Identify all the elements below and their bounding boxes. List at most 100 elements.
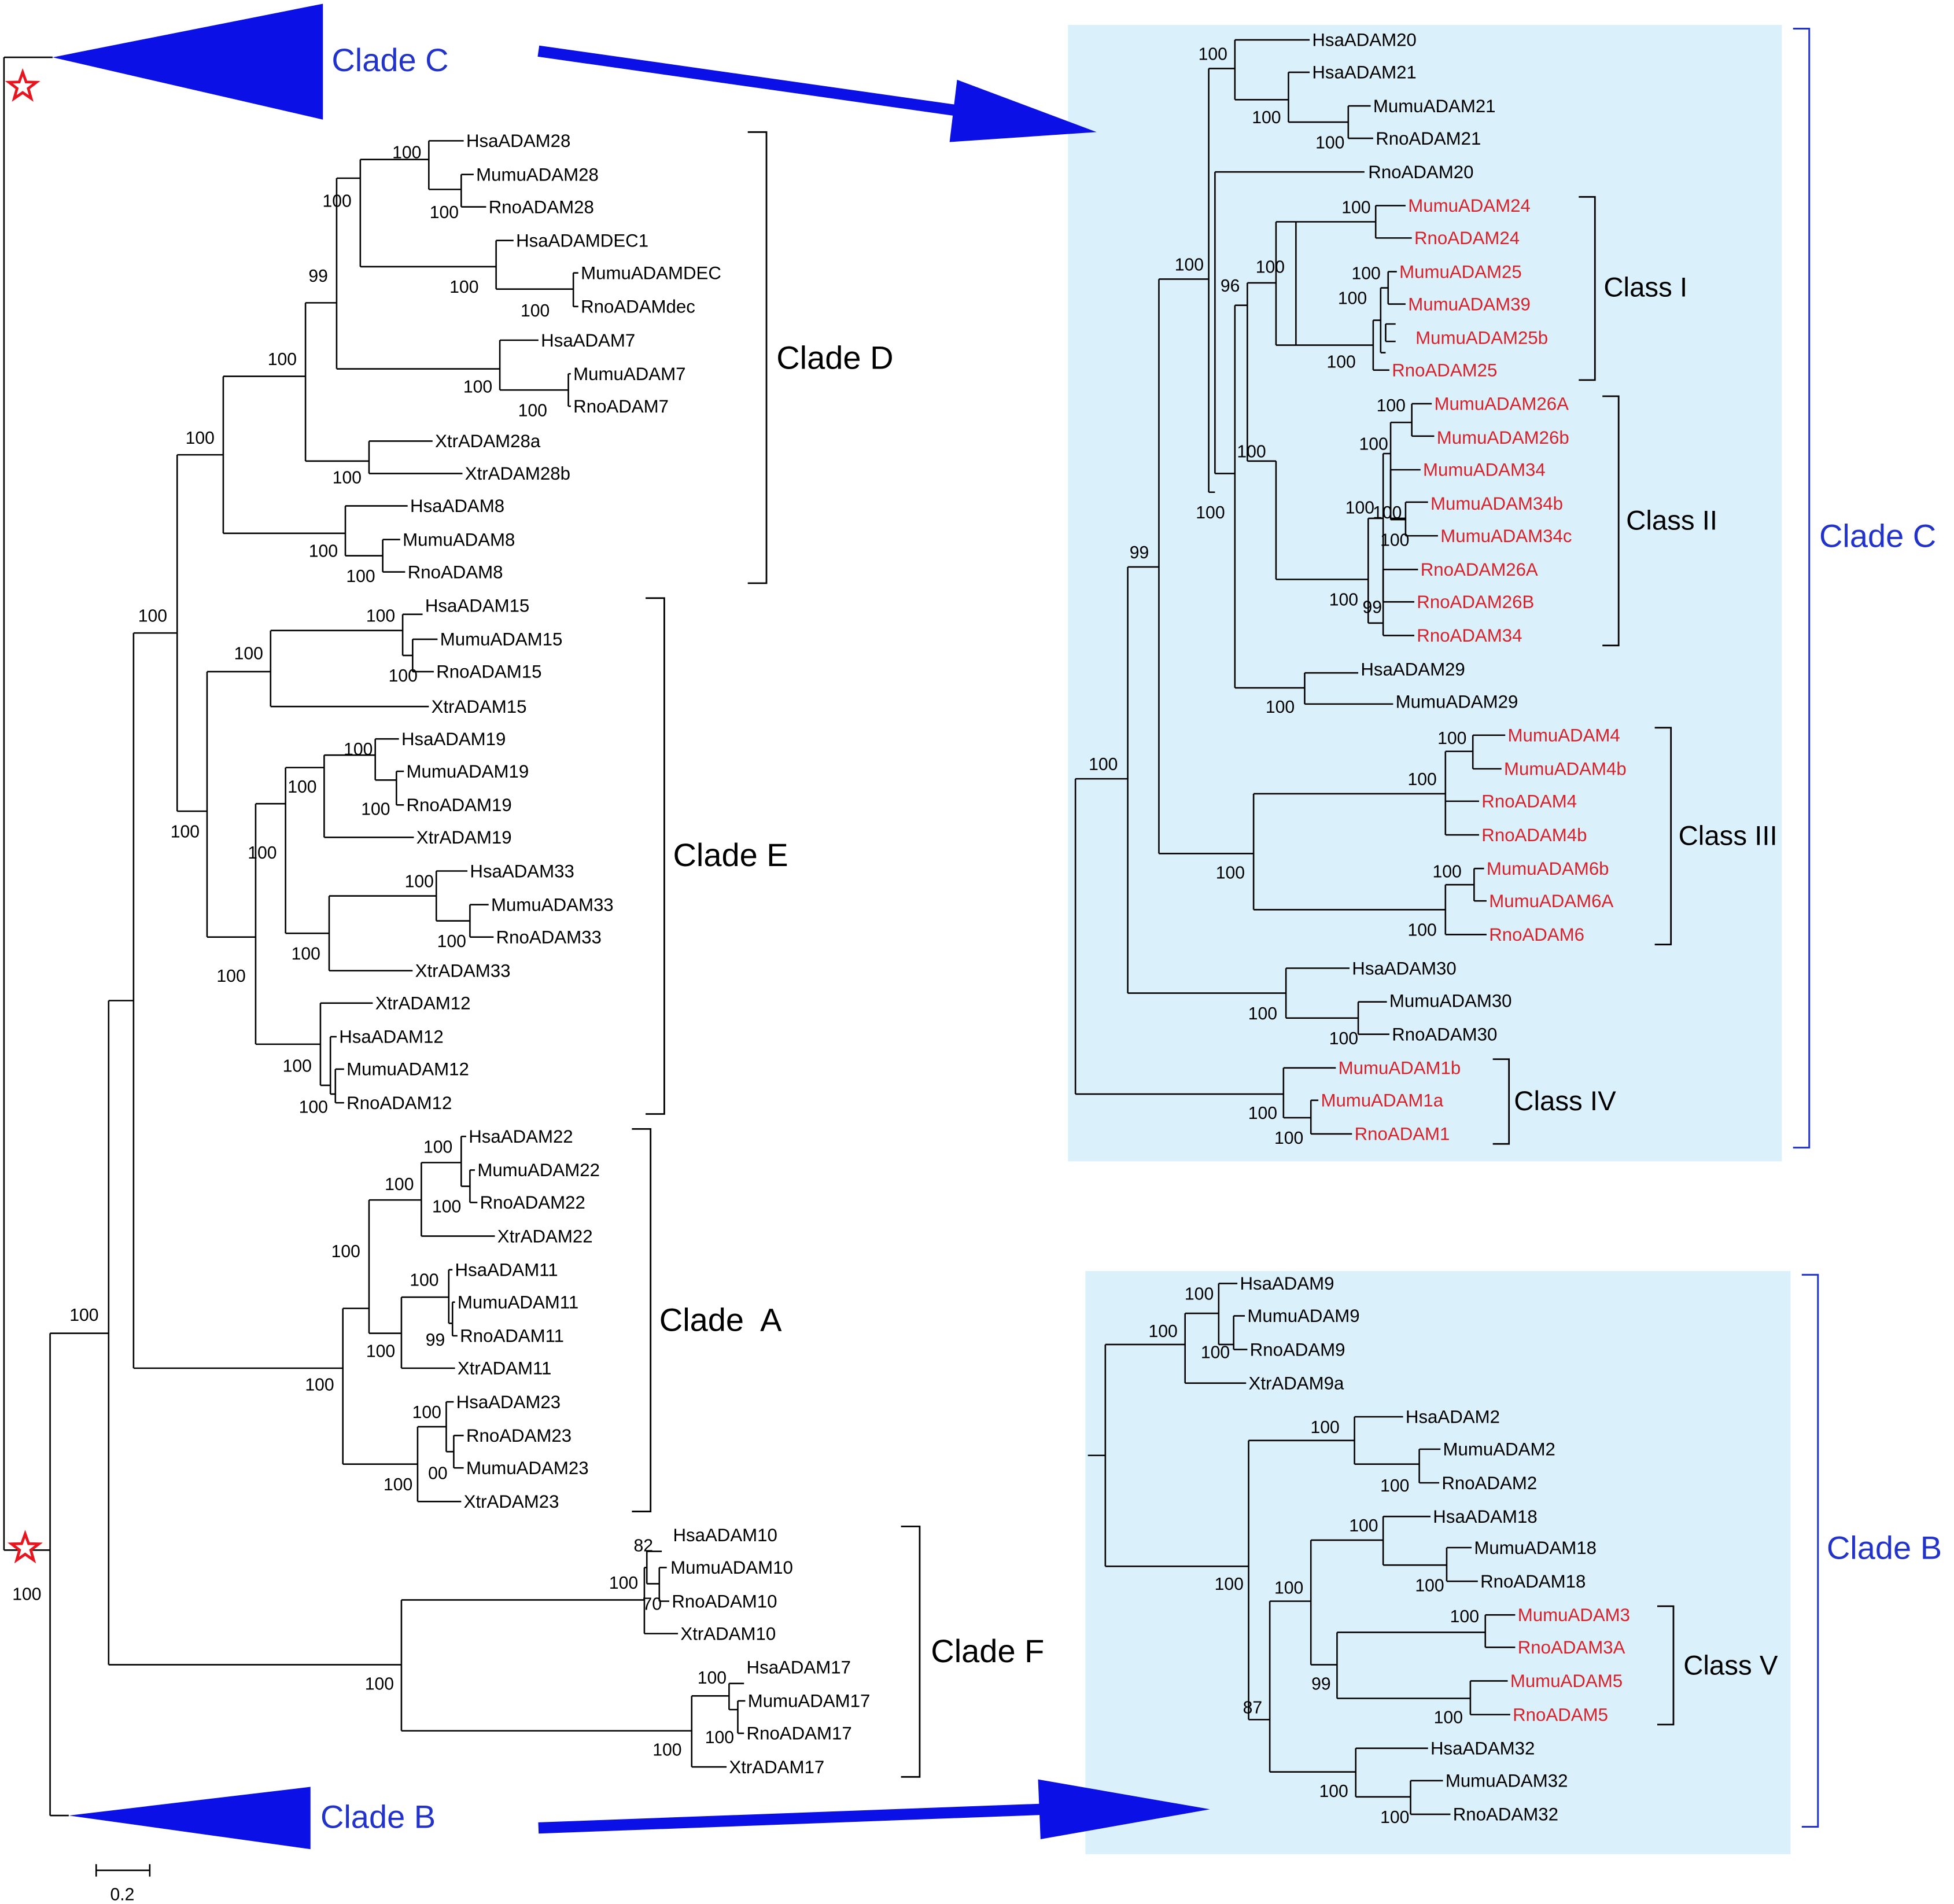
leaf-label: MumuADAM25 [1399,262,1522,282]
clade-c-tree-branches [1074,39,1506,1135]
leaf-label: MumuADAM34c [1440,526,1572,546]
leaf-label: MumuADAM29 [1396,691,1518,712]
support-value: 100 [1345,498,1374,517]
leaf-label: MumuADAM18 [1474,1538,1597,1558]
clade-b-collapsed-triangle [68,1787,311,1850]
support-value: 100 [1274,1129,1303,1148]
leaf-label: HsaADAM19 [401,729,506,749]
main-tree-clade-labels: Clade D Clade E Clade A Clade F [659,340,1045,1670]
leaf-label: MumuADAM28 [476,164,599,185]
leaf-label: RnoADAM4 [1481,791,1577,812]
support-value: 100 [1349,1516,1378,1535]
clade-c-leaf-labels: HsaADAM20 HsaADAM21 MumuADAM21 RnoADAM21… [1312,30,1626,1144]
clade-c-panel-label: Clade C [1819,518,1936,554]
leaf-label: RnoADAM32 [1453,1804,1558,1825]
scale-bar-line [95,1864,151,1877]
leaf-label: HsaADAM22 [469,1126,573,1147]
clade-f-bracket [901,1525,921,1778]
arrow-head-icon [1038,1779,1210,1840]
leaf-label: XtrADAM17 [729,1757,824,1777]
support-value: 100 [234,644,263,663]
clade-c-class-brackets [1492,196,1672,1145]
arrow-to-clade-c-panel [537,45,961,117]
main-tree-support-values: 100 100 100 100 100 99 100 100 100 100 1… [12,143,734,1760]
support-value: 100 [437,932,466,951]
clade-b-leaf-labels: HsaADAM9 MumuADAM9 RnoADAM9 XtrADAM9a Hs… [1240,1273,1630,1825]
leaf-label: RnoADAM10 [672,1591,777,1611]
leaf-label: RnoADAM25 [1392,360,1497,380]
leaf-label: XtrADAM11 [458,1358,552,1379]
support-value: 100 [283,1056,312,1076]
leaf-label: MumuADAM33 [491,894,614,915]
leaf-label: MumuADAM26A [1434,394,1569,414]
support-value: 100 [1433,862,1462,881]
leaf-label: MumuADAM30 [1389,990,1512,1011]
support-value: 100 [1196,503,1225,522]
support-value: 100 [287,778,316,797]
support-value: 100 [410,1271,438,1290]
support-value: 99 [308,267,328,286]
class-v-bracket [1657,1605,1675,1726]
support-value: 96 [1221,277,1240,296]
leaf-label: MumuADAM34 [1423,460,1546,480]
support-value: 100 [344,740,373,759]
leaf-label: MumuADAM15 [440,629,563,650]
support-value: 100 [705,1728,734,1747]
support-value: 100 [392,143,421,163]
clade-b-tree-branches [1087,1283,1516,1815]
leaf-label: MumuADAM12 [346,1059,469,1080]
class-v-label: Class V [1683,1651,1778,1681]
support-value: 100 [361,800,390,819]
leaf-label: RnoADAM28 [489,197,594,217]
leaf-label: MumuADAM7 [573,364,685,384]
support-value: 100 [1252,108,1281,127]
leaf-label: HsaADAM2 [1406,1407,1500,1427]
clade-c-collapsed-triangle [52,3,323,120]
leaf-label: MumuADAM24 [1408,196,1531,216]
leaf-label: MumuADAM8 [403,529,515,550]
support-value: 100 [389,666,418,686]
clade-c-support-values: 100 100 100 100 96 100 100 100 100 100 1… [1089,45,1466,1148]
leaf-label: HsaADAM20 [1312,30,1416,50]
clade-c-class-labels: Class I Class II Class III Class IV [1514,272,1777,1117]
support-value: 100 [1450,1607,1479,1626]
class-i-label: Class I [1603,272,1687,303]
support-value: 100 [430,203,459,222]
star-marker-icon [8,1530,43,1564]
support-value: 100 [1377,396,1406,415]
support-value: 100 [1407,770,1436,789]
clade-f-label: Clade F [931,1633,1044,1669]
main-tree-leaf-labels: HsaADAM28 MumuADAM28 RnoADAM28 HsaADAMDE… [339,131,870,1777]
leaf-label: HsaADAM10 [673,1525,777,1545]
support-value: 100 [518,401,547,420]
leaf-label: MumuADAM10 [670,1557,793,1578]
support-value: 100 [305,1376,334,1395]
leaf-label: XtrADAM15 [432,697,527,717]
support-value: 100 [309,542,338,561]
leaf-label: RnoADAM7 [573,396,669,417]
leaf-label: MumuADAM6b [1487,859,1609,879]
leaf-label: RnoADAM5 [1513,1704,1608,1725]
support-value: 100 [698,1669,727,1688]
support-value: 100 [331,1242,360,1261]
clade-b-support-values: 100 100 100 100 100 100 100 100 100 99 1… [1148,1284,1479,1800]
support-value: 100 [186,429,215,448]
support-value: 100 [384,1475,412,1494]
leaf-label: MumuADAM9 [1247,1306,1359,1326]
leaf-label: MumuADAM34b [1431,494,1563,514]
support-value: 100 [346,567,375,586]
support-value: 100 [1380,531,1409,550]
support-value: 100 [1315,133,1344,152]
leaf-label: RnoADAM18 [1480,1571,1586,1592]
leaf-label: MumuADAM22 [477,1160,600,1180]
leaf-label: RnoADAM17 [747,1723,852,1744]
clade-a-bracket [632,1128,652,1512]
leaf-label: MumuADAM6A [1489,891,1613,911]
clade-d-label: Clade D [776,340,893,376]
leaf-label: MumuADAM2 [1443,1439,1555,1460]
clade-c-panel-background [1068,25,1782,1162]
support-value: 100 [292,944,320,963]
leaf-label: XtrADAM12 [375,993,471,1014]
clade-d-bracket [747,131,768,584]
